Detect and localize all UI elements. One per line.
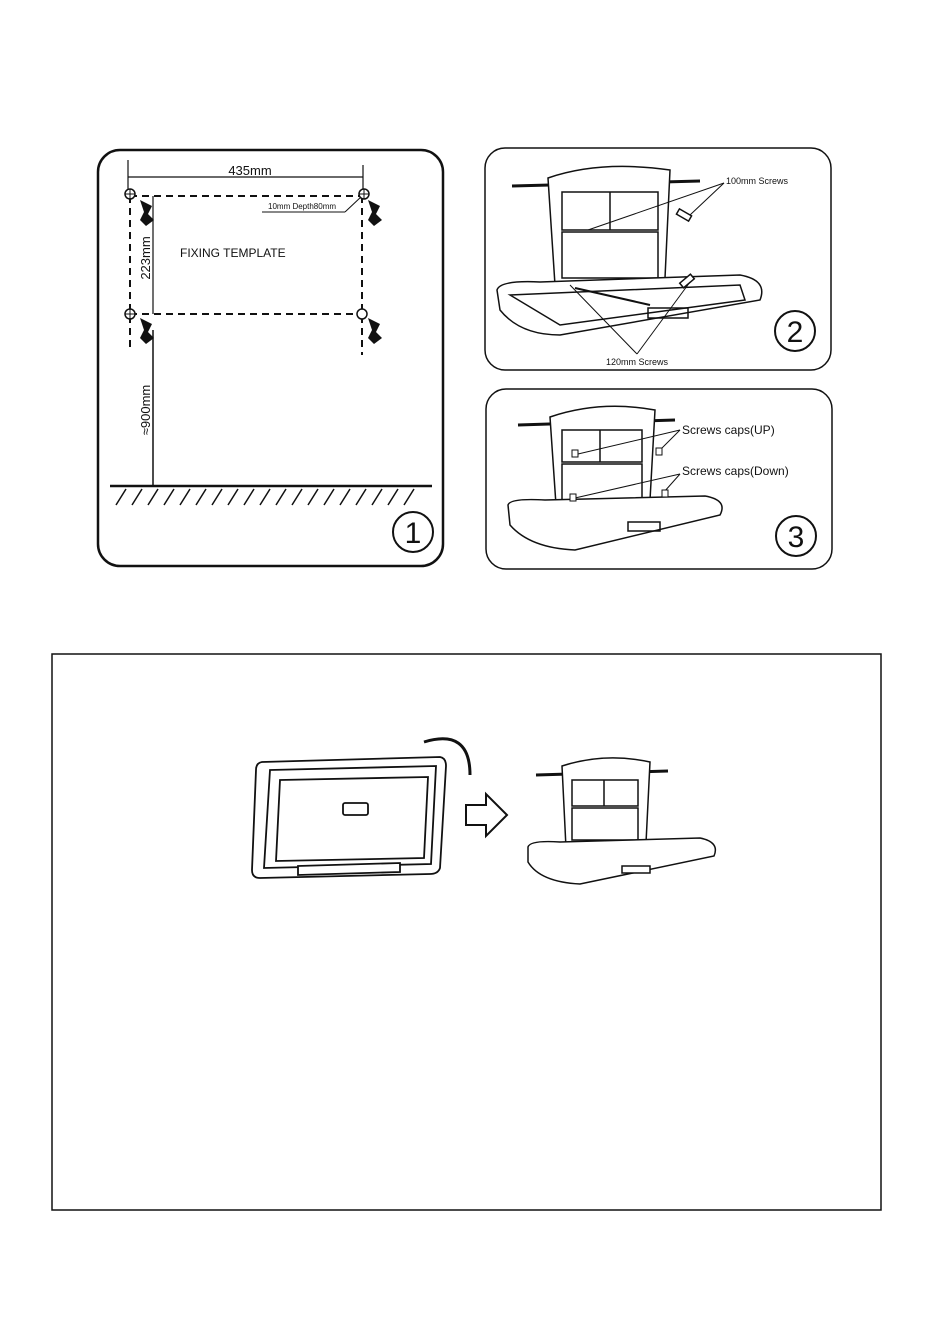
unfolded-changing-table — [528, 758, 715, 884]
arrow-right-icon — [466, 794, 507, 836]
usage-frame — [52, 654, 881, 1210]
folded-changing-table — [252, 757, 446, 878]
